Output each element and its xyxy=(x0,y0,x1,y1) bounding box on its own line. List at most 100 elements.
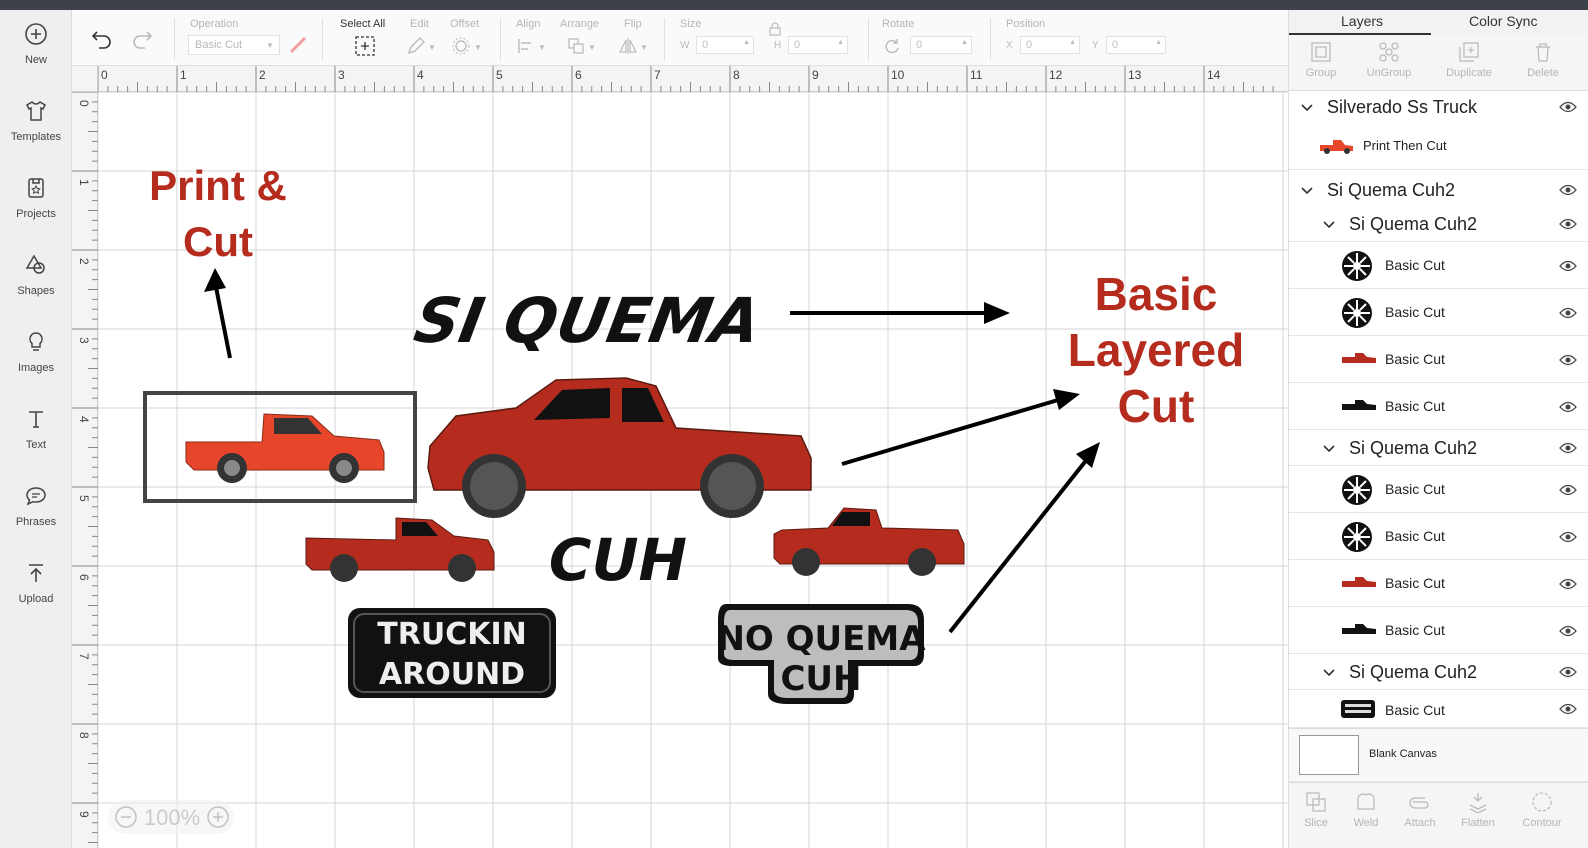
chevron-down-icon[interactable] xyxy=(1323,668,1335,678)
layer-row-basic-cut[interactable]: Basic Cut xyxy=(1289,513,1588,560)
rail-phrases[interactable]: Phrases xyxy=(0,472,72,544)
tab-layers[interactable]: Layers xyxy=(1341,13,1384,29)
lock-icon[interactable] xyxy=(768,22,782,36)
edit-pencil-icon[interactable]: ▼ xyxy=(406,36,436,56)
rail-shapes[interactable]: Shapes xyxy=(0,241,72,313)
height-input[interactable]: 0▲ xyxy=(788,36,848,54)
ruler-label-v: 5 xyxy=(77,495,91,502)
eye-icon[interactable] xyxy=(1559,354,1577,366)
delete-label: Delete xyxy=(1527,67,1559,79)
eye-icon[interactable] xyxy=(1559,307,1577,319)
eye-icon[interactable] xyxy=(1559,625,1577,637)
layer-row-basic-cut[interactable]: Basic Cut xyxy=(1289,242,1588,289)
flatten-button[interactable]: Flatten xyxy=(1451,791,1505,829)
eye-icon[interactable] xyxy=(1559,578,1577,590)
truckin-around-sticker[interactable]: TRUCKIN AROUND xyxy=(348,608,556,698)
zoom-in-icon[interactable] xyxy=(207,806,229,828)
cuh-text[interactable]: CUH xyxy=(549,526,687,594)
chevron-down-icon[interactable] xyxy=(1301,186,1313,196)
blank-canvas-row[interactable]: Blank Canvas xyxy=(1289,728,1588,782)
contour-icon xyxy=(1532,792,1552,812)
zoom-control[interactable]: 100% xyxy=(108,800,234,834)
stepper-icon: ▲ xyxy=(1155,39,1162,46)
eye-icon[interactable] xyxy=(1559,401,1577,413)
group-button[interactable]: Group xyxy=(1293,41,1349,79)
layer-group-silverado[interactable]: Silverado Ss Truck xyxy=(1289,91,1588,125)
eye-icon[interactable] xyxy=(1559,531,1577,543)
operation-select[interactable]: Basic Cut ▼ xyxy=(188,35,280,55)
print-then-cut-truck[interactable] xyxy=(185,413,385,483)
rail-images[interactable]: Images xyxy=(0,318,72,390)
delete-button[interactable]: Delete xyxy=(1515,41,1571,79)
ungroup-button[interactable]: UnGroup xyxy=(1361,41,1417,79)
chevron-down-icon[interactable] xyxy=(1323,444,1335,454)
layer-row-basic-cut[interactable]: Basic Cut xyxy=(1289,336,1588,383)
layer-row-basic-cut[interactable]: Basic Cut xyxy=(1289,466,1588,513)
duplicate-button[interactable]: Duplicate xyxy=(1441,41,1497,79)
rail-upload[interactable]: Upload xyxy=(0,549,72,621)
ruler-label-h: 9 xyxy=(812,68,819,82)
layer-title: Si Quema Cuh2 xyxy=(1349,438,1478,458)
rail-templates[interactable]: Templates xyxy=(0,87,72,159)
rail-text[interactable]: Text xyxy=(0,395,72,467)
offset-icon[interactable]: ▼ xyxy=(452,36,484,56)
no-quema-line1: NO QUEMA xyxy=(716,619,926,659)
arrange-icon[interactable]: ▼ xyxy=(566,36,598,56)
rail-projects[interactable]: Projects xyxy=(0,164,72,236)
eye-icon[interactable] xyxy=(1559,484,1577,496)
layer-print-then-cut[interactable]: Print Then Cut xyxy=(1289,125,1588,170)
undo-icon[interactable] xyxy=(90,28,114,50)
height-label: H xyxy=(774,40,782,51)
align-icon[interactable]: ▼ xyxy=(516,36,548,56)
print-then-cut-frame[interactable] xyxy=(143,391,417,503)
eye-icon[interactable] xyxy=(1559,260,1577,272)
layer-actions-bar: Group UnGroup Duplicate Delete xyxy=(1289,35,1588,91)
layer-row-basic-cut[interactable]: Basic Cut xyxy=(1289,607,1588,654)
chevron-down-icon[interactable] xyxy=(1323,220,1335,230)
eye-icon[interactable] xyxy=(1559,101,1577,113)
y-input[interactable]: 0▲ xyxy=(1106,36,1166,54)
chevron-down-icon[interactable] xyxy=(1301,103,1313,113)
x-input[interactable]: 0▲ xyxy=(1020,36,1080,54)
flip-icon[interactable]: ▼ xyxy=(618,36,650,56)
eye-icon[interactable] xyxy=(1559,218,1577,230)
rotate-input[interactable]: 0▲ xyxy=(910,36,972,54)
rail-new[interactable]: New xyxy=(0,10,72,82)
eye-icon[interactable] xyxy=(1559,442,1577,454)
pen-color-swatch-icon[interactable] xyxy=(288,35,308,55)
weld-button[interactable]: Weld xyxy=(1339,791,1393,829)
layer-row-basic-cut[interactable]: Basic Cut xyxy=(1289,383,1588,430)
eye-icon[interactable] xyxy=(1559,666,1577,678)
duplicate-label: Duplicate xyxy=(1446,67,1492,79)
redo-icon[interactable] xyxy=(130,28,154,50)
width-input[interactable]: 0▲ xyxy=(696,36,754,54)
edit-label: Edit xyxy=(410,18,429,30)
no-quema-cuh-sticker[interactable]: NO QUEMA CUH xyxy=(716,604,926,704)
eye-icon[interactable] xyxy=(1559,184,1577,196)
select-all-icon[interactable] xyxy=(354,35,376,57)
small-truck-left[interactable] xyxy=(305,517,495,582)
layer-subgroup-2[interactable]: Si Quema Cuh2 xyxy=(1289,432,1588,466)
eye-icon[interactable] xyxy=(1559,703,1577,715)
zoom-out-icon[interactable] xyxy=(115,806,137,828)
layer-row-truckin[interactable]: Basic Cut xyxy=(1289,690,1588,728)
contour-button[interactable]: Contour xyxy=(1515,791,1569,829)
height-value: 0 xyxy=(794,39,801,51)
operation-label: Operation xyxy=(190,18,239,30)
truckin-line2: AROUND xyxy=(379,657,525,692)
layer-subgroup-3[interactable]: Si Quema Cuh2 xyxy=(1289,656,1588,690)
si-quema-text[interactable]: SI QUEMA xyxy=(409,284,766,356)
ruler-label-v: 4 xyxy=(77,416,91,423)
tab-color-sync[interactable]: Color Sync xyxy=(1469,13,1538,29)
layer-subgroup-1[interactable]: Si Quema Cuh2 xyxy=(1289,208,1588,242)
slice-button[interactable]: Slice xyxy=(1289,791,1343,829)
blank-canvas-swatch[interactable] xyxy=(1299,735,1359,775)
small-truck-right[interactable] xyxy=(773,507,965,576)
large-layered-truck[interactable] xyxy=(427,377,812,518)
attach-button[interactable]: Attach xyxy=(1393,791,1447,829)
layer-group-si-quema[interactable]: Si Quema Cuh2 xyxy=(1289,174,1588,208)
layer-row-basic-cut[interactable]: Basic Cut xyxy=(1289,289,1588,336)
layer-row-basic-cut[interactable]: Basic Cut xyxy=(1289,560,1588,607)
